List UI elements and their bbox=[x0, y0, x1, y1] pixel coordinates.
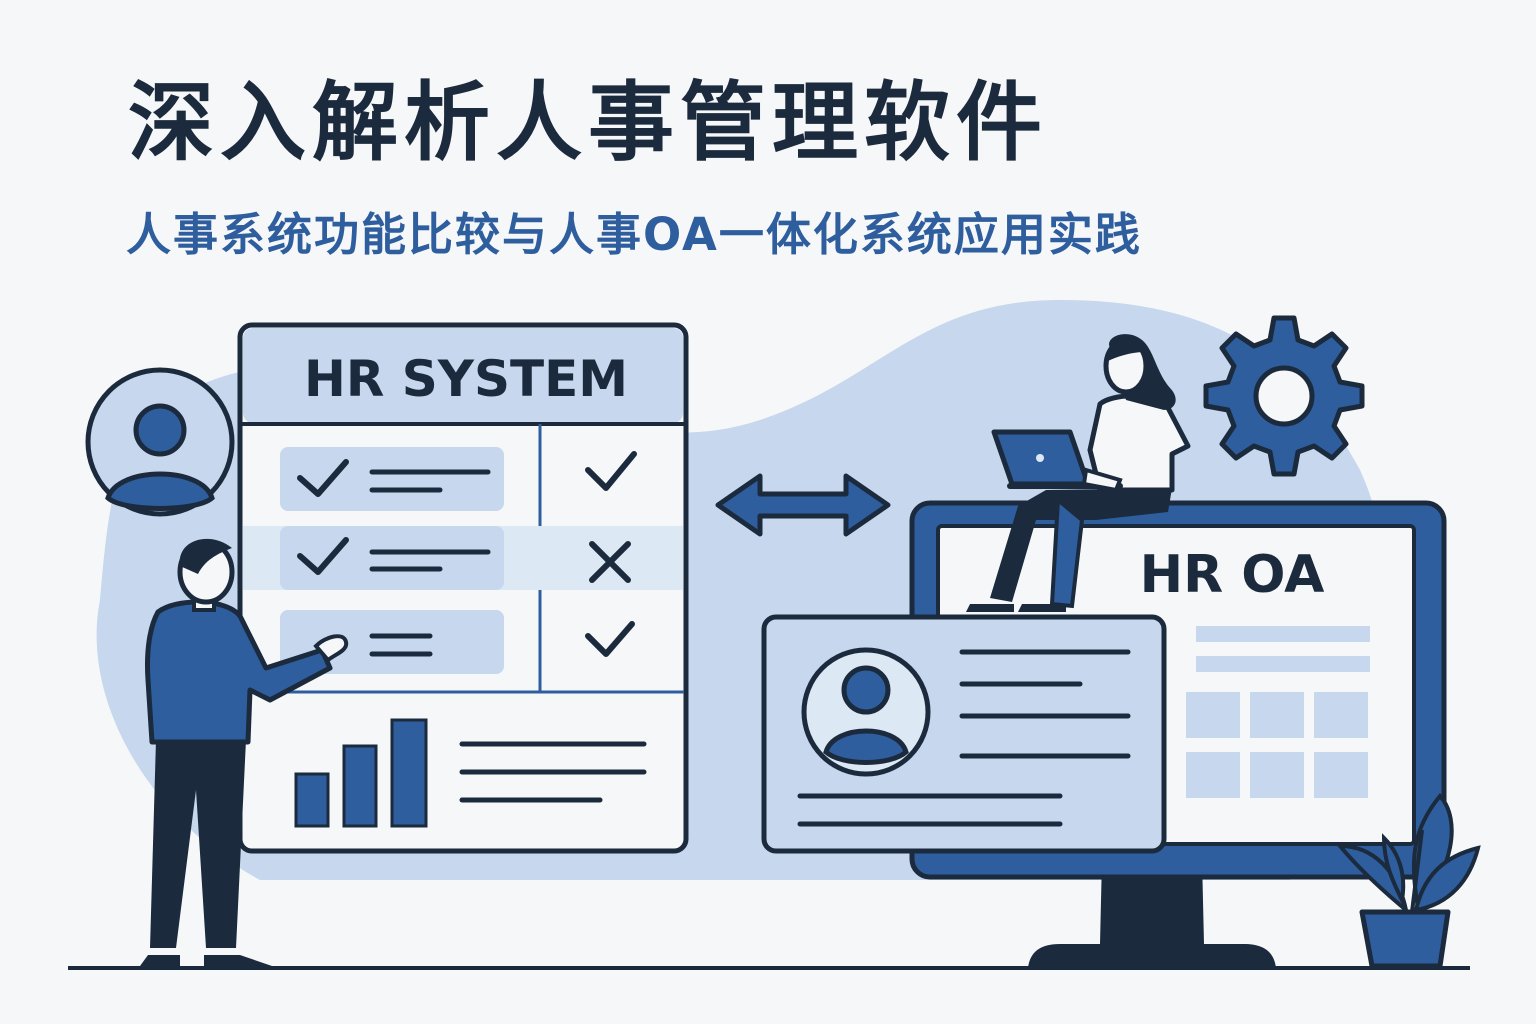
hr-oa-heading: HR OA bbox=[1140, 545, 1325, 605]
bar-chart-icon bbox=[294, 718, 428, 828]
sitting-woman-figure bbox=[966, 334, 1191, 612]
user-avatar-icon bbox=[85, 367, 235, 517]
hr-system-panel: HR SYSTEM bbox=[237, 322, 689, 854]
gear-icon bbox=[1203, 315, 1365, 477]
check-icon bbox=[585, 451, 637, 491]
table-row bbox=[280, 610, 635, 674]
calendar-grid bbox=[1186, 692, 1368, 798]
bidirectional-arrow-icon bbox=[715, 473, 891, 537]
page-subtitle: 人事系统功能比较与人事OA一体化系统应用实践 bbox=[126, 208, 1142, 261]
standing-man-figure bbox=[140, 538, 349, 966]
check-icon bbox=[585, 621, 635, 657]
profile-card bbox=[761, 614, 1167, 854]
potted-plant-icon bbox=[1335, 792, 1481, 969]
check-icon bbox=[297, 537, 349, 575]
page-title: 深入解析人事管理软件 bbox=[128, 73, 1048, 173]
table-row bbox=[243, 526, 683, 590]
cross-icon bbox=[589, 541, 631, 583]
table-row bbox=[280, 447, 637, 511]
user-avatar-icon bbox=[801, 647, 931, 777]
hr-system-heading: HR SYSTEM bbox=[304, 350, 628, 408]
check-icon bbox=[297, 459, 349, 497]
